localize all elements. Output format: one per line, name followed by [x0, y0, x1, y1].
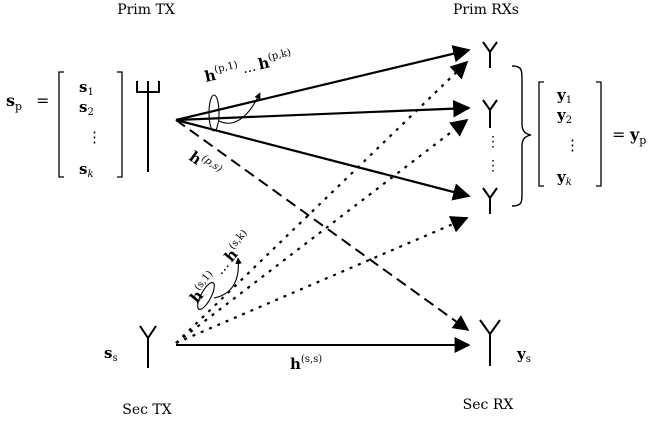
antenna-ellipsis: ⋮: [486, 158, 500, 174]
vector-entry: s1: [79, 78, 94, 98]
vector-entry: y1: [556, 86, 572, 106]
svg-text:h(p,1)...h(p,k): h(p,1)...h(p,k): [203, 47, 294, 86]
vector-bracket-right: [117, 71, 123, 178]
primary-output-symbol: yp: [629, 125, 646, 147]
sec-tx-antenna-icon: [139, 325, 157, 368]
secondary-channel-label: h(s,1)...h(s,k): [186, 228, 256, 307]
antenna-icon: [482, 41, 498, 68]
vector-bracket-right: [596, 81, 602, 187]
curved-arrow: [213, 257, 242, 299]
beam-ellipse: [197, 281, 215, 311]
secondary-interference-arrows: [175, 60, 469, 345]
vector-entry: s2: [79, 98, 94, 118]
svg-text:h(p,s): h(p,s): [186, 147, 224, 182]
channel-arrow: [175, 118, 469, 344]
equals-sign: =: [36, 91, 49, 110]
primary-channel-label: h(p,1)...h(p,k): [203, 47, 294, 86]
interference-arrow-prim-to-sec: [175, 119, 470, 331]
primary-input-vector: s1 s2 ⋮ sk: [79, 78, 102, 180]
prim-tx-antenna-icon: [136, 81, 160, 172]
prim-rxs-label: Prim RXs: [453, 2, 519, 18]
beam-ellipse: [208, 94, 220, 132]
secondary-input-symbol: ss: [104, 344, 118, 364]
prim-to-sec-channel-label: h(p,s): [186, 147, 224, 182]
vector-entry: y2: [556, 106, 572, 126]
antenna-icon: [482, 99, 498, 128]
channel-arrow: [175, 99, 471, 122]
prim-tx-label: Prim TX: [117, 2, 175, 18]
prim-rx-antennas: [482, 41, 498, 214]
sec-rx-antenna-icon: [479, 319, 501, 366]
vector-ellipsis: ⋮: [565, 136, 580, 154]
received-vector: y1 y2 ⋮ yk: [556, 86, 580, 188]
svg-text:h(s,1)...h(s,k): h(s,1)...h(s,k): [186, 228, 256, 307]
curved-arrow: [218, 92, 261, 124]
antenna-icon: [482, 187, 498, 214]
vector-entry: yk: [556, 168, 572, 188]
secondary-output-symbol: ys: [516, 345, 531, 365]
sec-to-sec-channel-label: h(s,s): [290, 354, 322, 373]
vector-bracket-left: [58, 71, 64, 178]
primary-input-symbol: sp: [6, 91, 22, 113]
grouping-brace: [511, 65, 532, 207]
sec-tx-label: Sec TX: [122, 402, 172, 418]
channel-arrow: [175, 216, 469, 345]
vector-ellipsis: ⋮: [87, 128, 102, 146]
sec-rx-label: Sec RX: [463, 397, 514, 413]
antenna-ellipsis: ⋮: [486, 134, 500, 150]
channel-arrow: [175, 118, 471, 201]
primary-channel-arrows: [175, 45, 471, 201]
channel-arrow: [175, 60, 469, 344]
vector-bracket-left: [538, 81, 544, 187]
vector-entry: sk: [79, 160, 94, 180]
equals-sign: =: [612, 125, 625, 144]
channel-arrow: [175, 45, 471, 122]
